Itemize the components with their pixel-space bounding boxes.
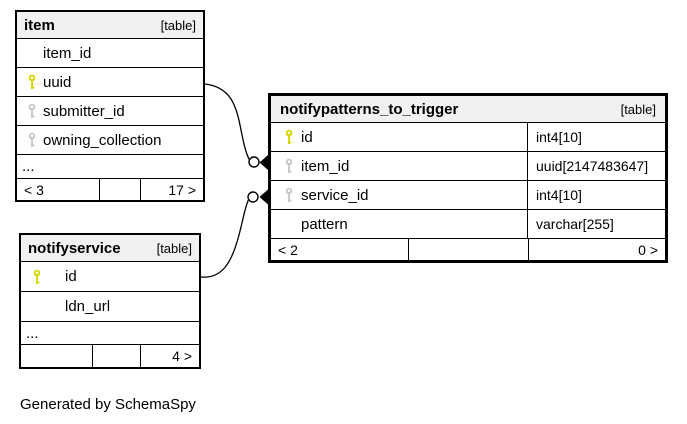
table-notifypatterns-type-tag: [table] [620,101,656,117]
related-tables-next-count[interactable]: 17 > [140,179,203,200]
table-notifypatterns-to-trigger[interactable]: notifypatterns_to_trigger [table] id int… [268,93,668,263]
table-item-header: item [table] [17,12,203,39]
primary-key-icon [283,129,295,145]
column-row-id: id int4[10] [271,123,665,152]
column-type: varchar[255] [536,216,614,232]
column-row-owning-collection: owning_collection [17,126,203,155]
relationship-line-item-uuid [204,83,250,160]
primary-key-icon [26,74,38,90]
column-name: item_id [43,44,92,62]
related-tables-next-count[interactable]: 0 > [528,239,665,260]
column-row-uuid: uuid [17,68,203,97]
column-name: id [65,268,77,285]
column-row-ldn-url: ldn_url [21,292,199,322]
ellipsis-row: ... [17,155,203,179]
table-notifyservice-name[interactable]: notifyservice [28,239,121,257]
primary-key-icon [31,269,43,285]
table-notifypatterns-header: notifypatterns_to_trigger [table] [271,96,665,123]
column-name-cell: id [271,123,528,151]
table-item[interactable]: item [table] item_id uuid submitter_id o… [15,10,205,202]
ellipsis-row: ... [21,322,199,345]
relationship-odot-item-id [248,156,260,168]
table-notifypatterns-footer: < 2 0 > [271,239,665,260]
footer-middle-cell [408,239,528,260]
column-name: item_id [301,157,350,175]
column-type: int4[10] [536,187,582,203]
footer-middle-cell [99,179,140,200]
related-tables-prev-count[interactable]: < 2 [278,241,298,258]
column-row-pattern: pattern varchar[255] [271,210,665,239]
relationship-odot-service-id [247,191,259,203]
table-notifypatterns-name[interactable]: notifypatterns_to_trigger [280,100,459,118]
related-tables-prev-count[interactable]: < 3 [24,181,44,198]
table-item-name[interactable]: item [24,16,55,34]
column-name: submitter_id [43,102,125,120]
column-row-id: id [21,262,199,292]
table-notifyservice-header: notifyservice [table] [21,235,199,262]
related-tables-next-count[interactable]: 4 > [140,345,199,367]
column-name: id [301,128,313,146]
column-row-item-id: item_id [17,39,203,68]
relationship-arrowhead-item-id [259,155,268,170]
column-type: uuid[2147483647] [536,158,649,174]
column-row-service-id: service_id int4[10] [271,181,665,210]
column-row-item-id: item_id uuid[2147483647] [271,152,665,181]
column-type: int4[10] [536,129,582,145]
column-name: ldn_url [65,298,111,315]
column-name: uuid [43,73,72,91]
column-name: owning_collection [43,131,162,149]
column-name-cell: pattern [271,210,528,238]
generated-by-note: Generated by SchemaSpy [20,396,196,413]
foreign-key-icon [26,103,38,119]
column-row-submitter-id: submitter_id [17,97,203,126]
column-name: service_id [301,186,369,204]
table-notifyservice-footer: 4 > [21,345,199,367]
table-item-footer: < 3 17 > [17,179,203,200]
relationship-line-notifyservice-id [200,200,249,278]
column-name: pattern [301,215,348,233]
related-tables-prev-count [21,345,92,367]
column-name-cell: service_id [271,181,528,209]
table-item-type-tag: [table] [160,17,196,33]
foreign-key-icon [26,132,38,148]
foreign-key-icon [283,187,295,203]
table-notifyservice[interactable]: notifyservice [table] id ldn_url ... 4 > [19,233,201,369]
foreign-key-icon [283,158,295,174]
table-notifyservice-type-tag: [table] [156,240,192,256]
relationship-arrowhead-service-id [259,189,268,205]
column-name-cell: item_id [271,152,528,180]
footer-middle-cell [92,345,140,367]
